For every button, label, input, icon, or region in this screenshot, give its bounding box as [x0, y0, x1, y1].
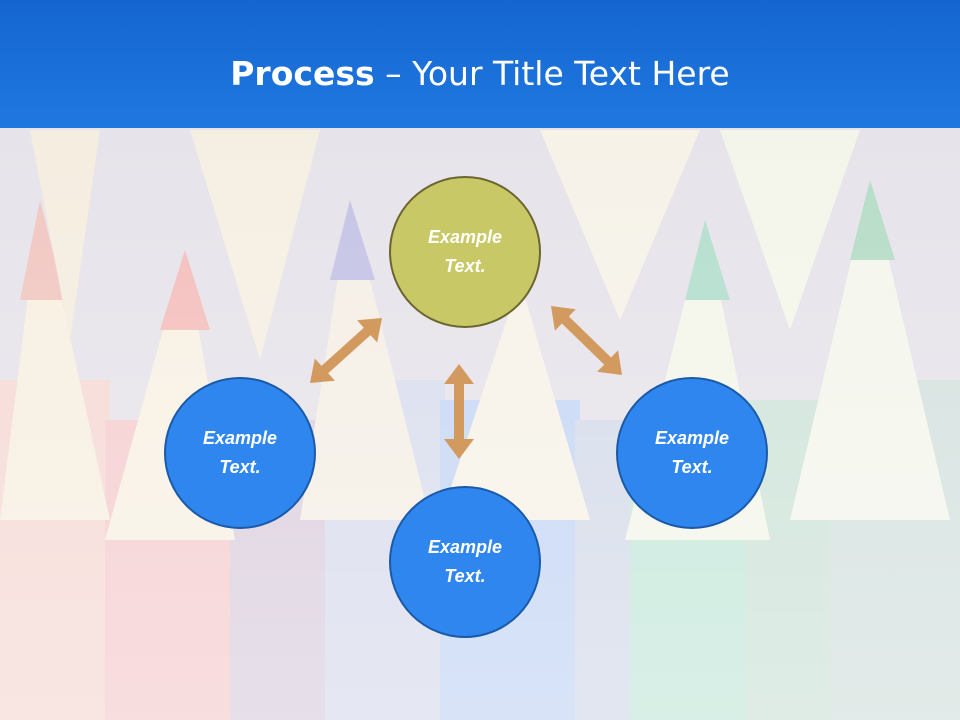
process-node-left[interactable]: Example Text. [164, 377, 316, 529]
process-node-right-label: Example Text. [654, 428, 730, 477]
process-node-bottom[interactable]: Example Text. [389, 486, 541, 638]
title-bold-text: Process [230, 54, 375, 93]
process-node-top[interactable]: Example Text. [389, 176, 541, 328]
process-node-top-label: Example Text. [427, 227, 503, 276]
process-node-left-label: Example Text. [202, 428, 278, 477]
title-bar [0, 0, 960, 128]
process-node-right[interactable]: Example Text. [616, 377, 768, 529]
process-node-bottom-label: Example Text. [427, 537, 503, 586]
page-title: Process – Your Title Text Here [0, 52, 960, 96]
title-rest-text: – Your Title Text Here [374, 54, 730, 93]
